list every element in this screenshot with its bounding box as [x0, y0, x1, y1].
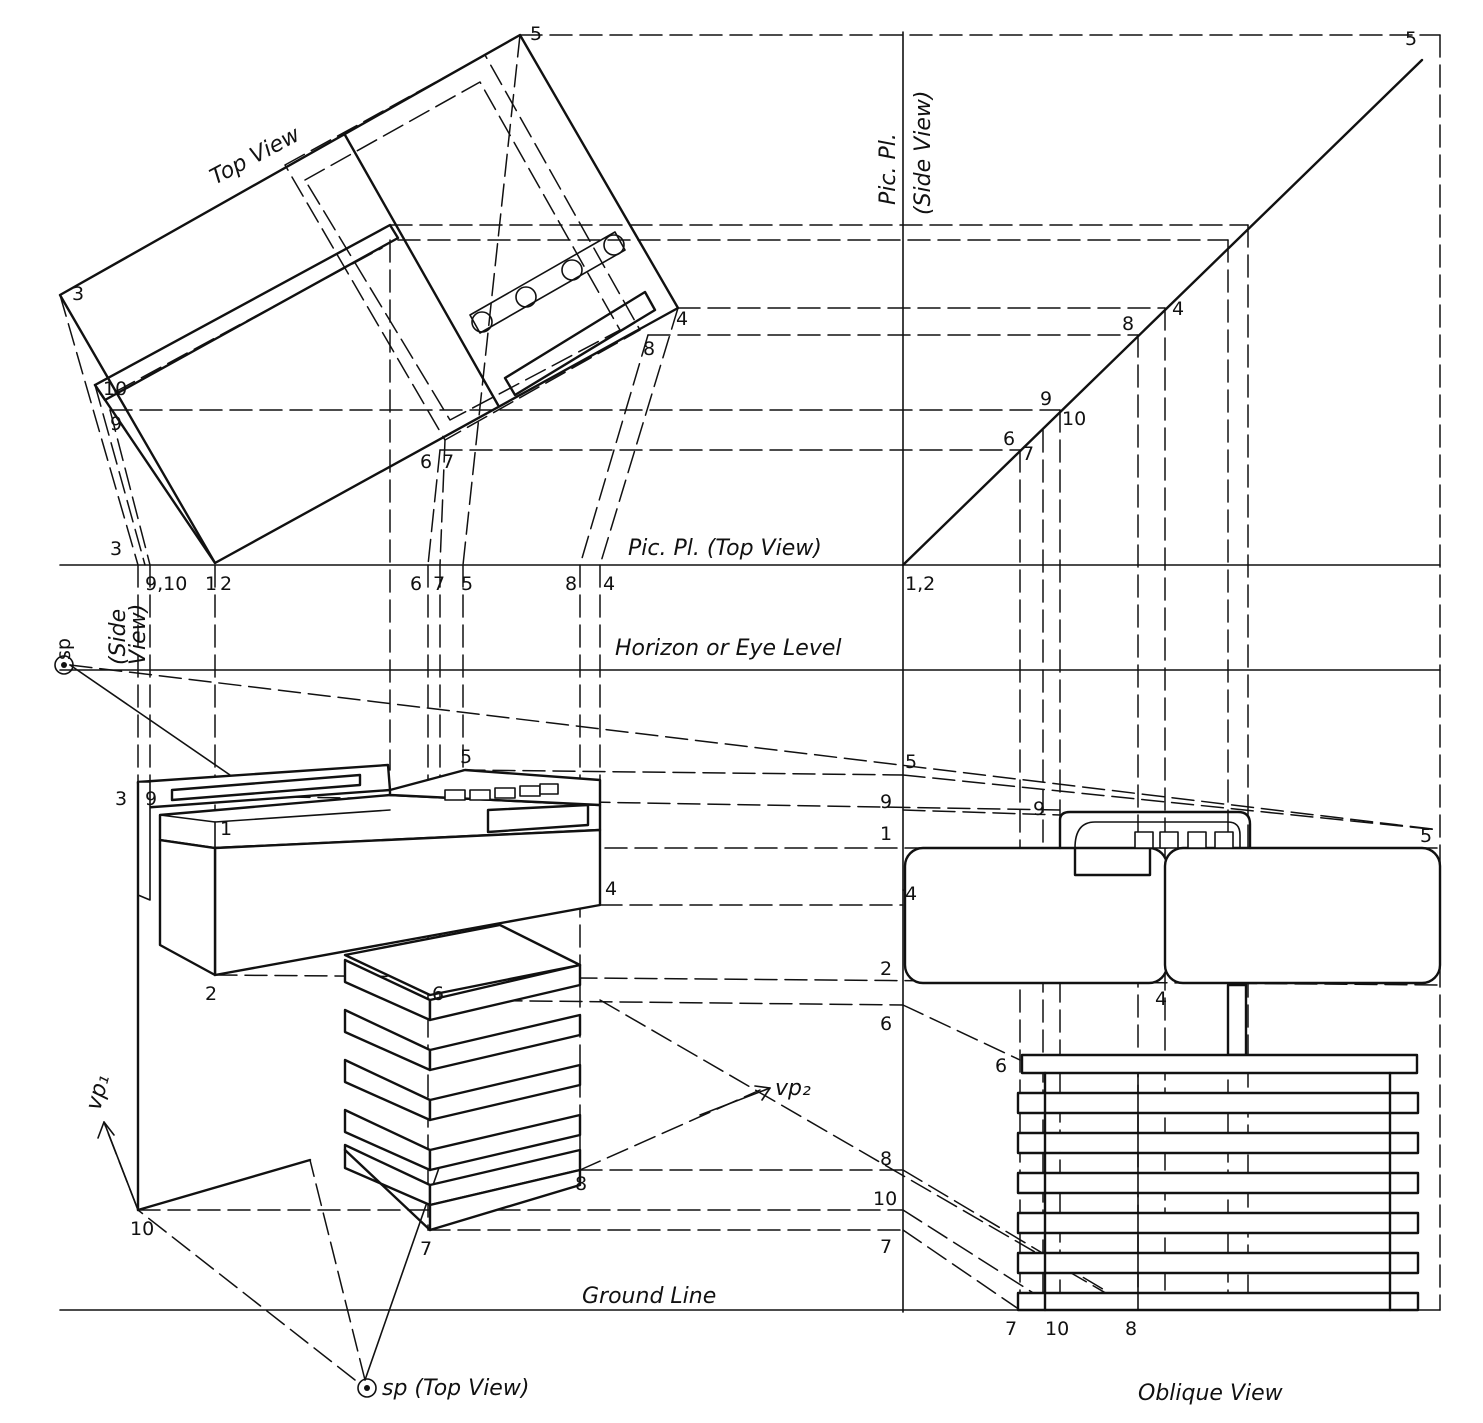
point-label: 5	[1405, 28, 1417, 50]
point-label: 9	[1040, 388, 1052, 410]
top-view-rail-inner	[114, 247, 383, 393]
label-vp2: vp₂	[775, 1076, 811, 1101]
perspective-drawer-front	[486, 803, 590, 834]
point-label: 10	[130, 1218, 154, 1240]
label-pic-pl-top: Pic. Pl. (Top View)	[628, 536, 822, 561]
sp-top-view-icon	[357, 1378, 377, 1398]
point-label: 4	[1155, 988, 1167, 1010]
label-oblique-view: Oblique View	[1138, 1381, 1284, 1406]
point-label: 8	[1122, 313, 1134, 335]
control-knob-3	[561, 259, 583, 281]
top-view-control-strip	[469, 231, 626, 334]
sp-side-view-icon	[54, 655, 74, 675]
oblique-body-left	[903, 846, 1169, 985]
point-label: 4	[603, 573, 615, 595]
oblique-stem	[1226, 983, 1248, 1057]
point-label: 10	[103, 378, 127, 400]
point-label: 6	[995, 1055, 1007, 1077]
oblique-body-right	[1163, 846, 1442, 985]
point-label: 3	[110, 538, 122, 560]
top-view-divider	[343, 133, 500, 407]
point-label: 7	[420, 1238, 432, 1260]
point-label: 2	[205, 983, 217, 1005]
station-points	[54, 655, 771, 1398]
point-label: 5	[905, 751, 917, 773]
point-label: 6	[880, 1013, 892, 1035]
top-view-drawer	[503, 290, 657, 397]
point-label: 3	[72, 283, 84, 305]
top-view-plan	[58, 33, 680, 565]
point-label: 9,10	[145, 573, 187, 595]
label-sp-side-3: View)	[126, 604, 151, 665]
point-label: 8	[575, 1173, 587, 1195]
top-view-front-rail	[93, 223, 400, 402]
point-label: 9	[880, 791, 892, 813]
point-label: 7	[1022, 443, 1034, 465]
point-label: 9	[145, 788, 157, 810]
point-label: 4	[1172, 298, 1184, 320]
point-label: 1,2	[905, 573, 935, 595]
point-label: 5	[1420, 825, 1432, 847]
top-view-hidden-panel	[284, 54, 641, 441]
top-view-outline	[58, 33, 680, 565]
point-label: 1	[220, 818, 232, 840]
oblique-view	[903, 810, 1442, 1312]
vp2-arrow-icon	[699, 1087, 771, 1116]
label-pic-pl-side-2: (Side View)	[911, 91, 936, 215]
labels: Top View Pic. Pl. (Side View) Pic. Pl. (…	[53, 23, 1432, 1406]
control-knob-4	[603, 234, 625, 256]
label-sp-side-2: (Side	[106, 609, 131, 665]
vp1-arrow-icon	[103, 1121, 139, 1211]
perspective-body-side	[158, 838, 217, 977]
control-knob-2	[515, 286, 537, 308]
point-label: 7	[1005, 1318, 1017, 1340]
point-label: 8	[565, 573, 577, 595]
diagonal-45-line	[901, 58, 1424, 567]
label-ground-line: Ground Line	[582, 1284, 716, 1309]
point-label: 10	[1045, 1318, 1069, 1340]
label-horizon: Horizon or Eye Level	[615, 636, 842, 661]
reference-lines	[59, 31, 1441, 1313]
top-view-edge-10	[93, 383, 217, 565]
point-label: 2	[220, 573, 232, 595]
point-label: 4	[905, 883, 917, 905]
point-label: 4	[676, 308, 688, 330]
label-pic-pl-side-1: Pic. Pl.	[876, 133, 901, 205]
control-knob-1	[471, 311, 493, 333]
point-label: 4	[605, 878, 617, 900]
point-label: 7	[442, 451, 454, 473]
point-label: 6	[432, 983, 444, 1005]
point-label: 8	[880, 1148, 892, 1170]
point-label: 5	[460, 746, 472, 768]
point-label: 8	[643, 338, 655, 360]
point-label: 6	[1003, 428, 1015, 450]
point-label: 1	[205, 573, 217, 595]
point-label: 9	[110, 413, 122, 435]
point-label: 8	[1125, 1318, 1137, 1340]
point-label: 3	[115, 788, 127, 810]
point-label: 5	[461, 573, 473, 595]
point-label: 9	[1033, 798, 1045, 820]
point-label: 6	[410, 573, 422, 595]
point-label: 5	[530, 23, 542, 45]
label-sp-top: sp (Top View)	[382, 1376, 529, 1401]
point-label: 1	[880, 823, 892, 845]
perspective-object	[136, 763, 602, 1232]
point-label: 10	[1062, 408, 1086, 430]
top-view-hidden-panel-inner	[304, 81, 621, 421]
point-label: 2	[880, 958, 892, 980]
point-label: 6	[420, 451, 432, 473]
label-sp-side-1: sp	[53, 638, 75, 660]
point-label: 10	[873, 1188, 897, 1210]
label-top-view: Top View	[206, 122, 305, 190]
point-label: 7	[880, 1236, 892, 1258]
label-vp1: vp₁	[81, 1072, 114, 1113]
point-label: 7	[433, 573, 445, 595]
